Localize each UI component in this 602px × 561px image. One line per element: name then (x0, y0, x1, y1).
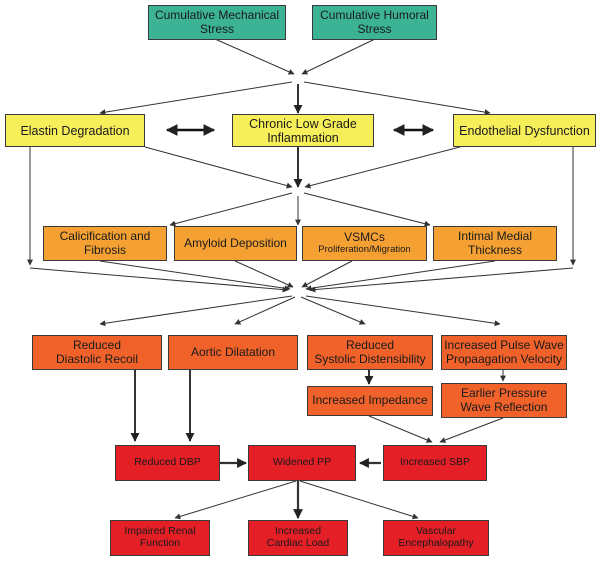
pulse-wave-velocity-box: Increased Pulse Wave Propaagation Veloci… (441, 335, 567, 370)
aortic-dilatation-box: Aortic Dilatation (168, 335, 298, 370)
chronic-inflammation-box: Chronic Low Grade Inflammation (232, 114, 374, 147)
increased-impedance-box: Increased Impedance (307, 386, 433, 416)
vsmcs-sublabel: Proliferation/Migration (318, 243, 411, 255)
impaired-renal-function-box: Impaired Renal Function (110, 520, 210, 556)
intimal-medial-thickness-box: Intimal Medial Thickness (433, 226, 557, 261)
cumulative-humoral-stress-box: Cumulative Humoral Stress (312, 5, 437, 40)
widened-pp-box: Widened PP (248, 445, 356, 481)
vsmcs-label: VSMCs (344, 230, 385, 245)
elastin-degradation-box: Elastin Degradation (5, 114, 145, 147)
endothelial-dysfunction-box: Endothelial Dysfunction (453, 114, 596, 147)
reduced-diastolic-recoil-box: Reduced Diastolic Recoil (32, 335, 162, 370)
vsmcs-box: VSMCs Proliferation/Migration (302, 226, 427, 261)
reduced-systolic-distensibility-box: Reduced Systolic Distensibility (307, 335, 433, 370)
reduced-dbp-box: Reduced DBP (115, 445, 220, 481)
amyloid-deposition-box: Amyloid Deposition (174, 226, 297, 261)
increased-sbp-box: Increased SBP (383, 445, 487, 481)
cumulative-mechanical-stress-box: Cumulative Mechanical Stress (148, 5, 286, 40)
increased-cardiac-load-box: Increased Cardiac Load (248, 520, 348, 556)
vascular-encephalopathy-box: Vascular Encephalopathy (383, 520, 489, 556)
calcification-fibrosis-box: Calicification and Fibrosis (43, 226, 167, 261)
earlier-pressure-reflection-box: Earlier Pressure Wave Reflection (441, 383, 567, 418)
